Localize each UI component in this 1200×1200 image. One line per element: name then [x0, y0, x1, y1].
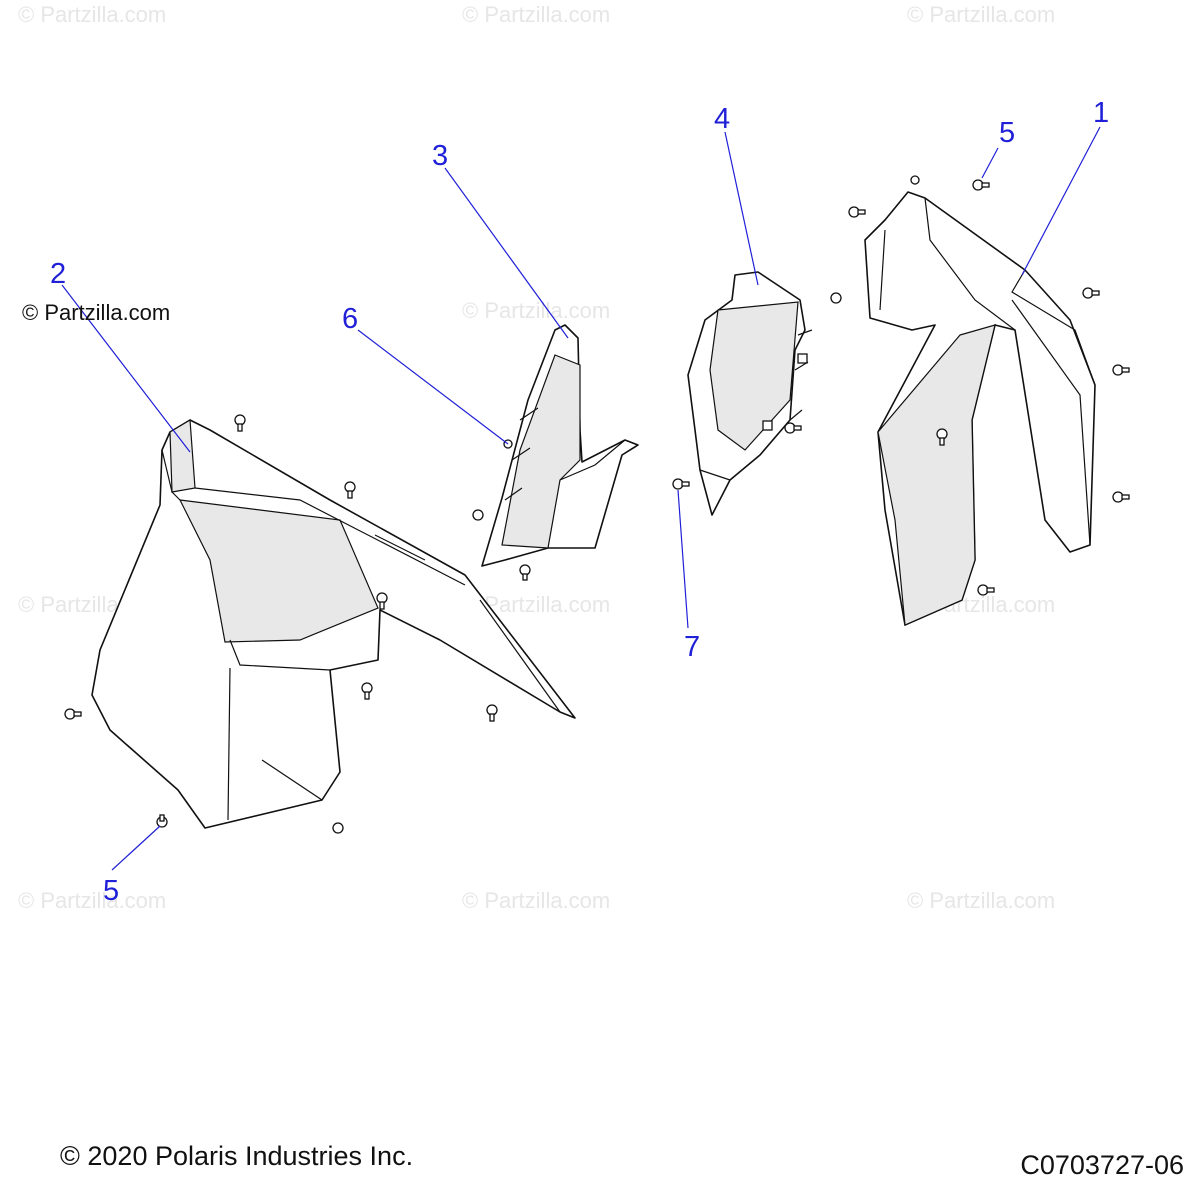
fastener-icon: [234, 414, 246, 432]
callout-2[interactable]: 2: [50, 258, 66, 290]
callout-4[interactable]: 4: [714, 103, 730, 135]
callout-5[interactable]: 5: [999, 117, 1015, 149]
fastener-icon: [519, 564, 531, 581]
leader-line-1: [1021, 126, 1101, 276]
fastener-icon: [762, 420, 773, 431]
fastener-icon: [972, 179, 990, 191]
leader-lines: [61, 126, 1101, 871]
callout-7[interactable]: 7: [684, 631, 700, 663]
fastener-icon: [784, 422, 802, 434]
leader-line-5b: [111, 825, 161, 871]
brand-label: © Partzilla.com: [22, 300, 171, 325]
fastener-icon: [156, 814, 168, 828]
leader-line-3: [444, 167, 569, 339]
fastener-icon: [1112, 364, 1130, 376]
fastener-icon: [910, 175, 920, 185]
leader-line-5a: [981, 147, 999, 179]
watermark: © Partzilla.com: [907, 888, 1055, 913]
fastener-icon: [64, 708, 82, 720]
watermark: © Partzilla.com: [907, 2, 1055, 27]
callout-3[interactable]: 3: [432, 140, 448, 172]
fastener-icon: [797, 353, 808, 364]
fastener-icon: [472, 509, 484, 521]
part-3-inner-panel[interactable]: [481, 324, 639, 567]
part-2-fender-panel[interactable]: [91, 418, 576, 829]
fastener-icon: [848, 206, 866, 218]
watermark: © Partzilla.com: [462, 298, 610, 323]
fastener-icon: [936, 428, 948, 446]
fastener-icon: [344, 481, 356, 499]
leader-line-7: [677, 489, 689, 629]
part-1-front-fender[interactable]: [864, 191, 1096, 626]
watermark: © Partzilla.com: [462, 2, 610, 27]
diagram-code: C0703727-06: [1020, 1150, 1184, 1180]
part-4-bracket-panel[interactable]: [687, 271, 813, 516]
fastener-icon: [486, 704, 498, 722]
fastener-icon: [376, 592, 388, 610]
fastener-layer: [64, 175, 1130, 834]
fastener-icon: [1082, 287, 1100, 299]
leader-line-4: [724, 131, 759, 286]
fastener-icon: [1112, 491, 1130, 503]
fastener-icon: [361, 682, 373, 700]
copyright-text: © 2020 Polaris Industries Inc.: [60, 1141, 414, 1171]
callout-5[interactable]: 5: [103, 875, 119, 907]
callout-1[interactable]: 1: [1093, 97, 1109, 129]
watermark: © Partzilla.com: [462, 888, 610, 913]
callout-6[interactable]: 6: [342, 303, 358, 335]
watermark: © Partzilla.com: [18, 2, 166, 27]
leader-line-2: [61, 284, 191, 453]
fastener-icon: [672, 478, 690, 490]
leader-line-6: [357, 329, 509, 445]
fastener-icon: [977, 584, 995, 596]
callouts: 1 2 3 4 5 5 6 7: [50, 97, 1109, 907]
fastener-icon: [830, 292, 842, 304]
watermark: © Partzilla.com: [18, 888, 166, 913]
fastener-icon: [332, 822, 344, 834]
